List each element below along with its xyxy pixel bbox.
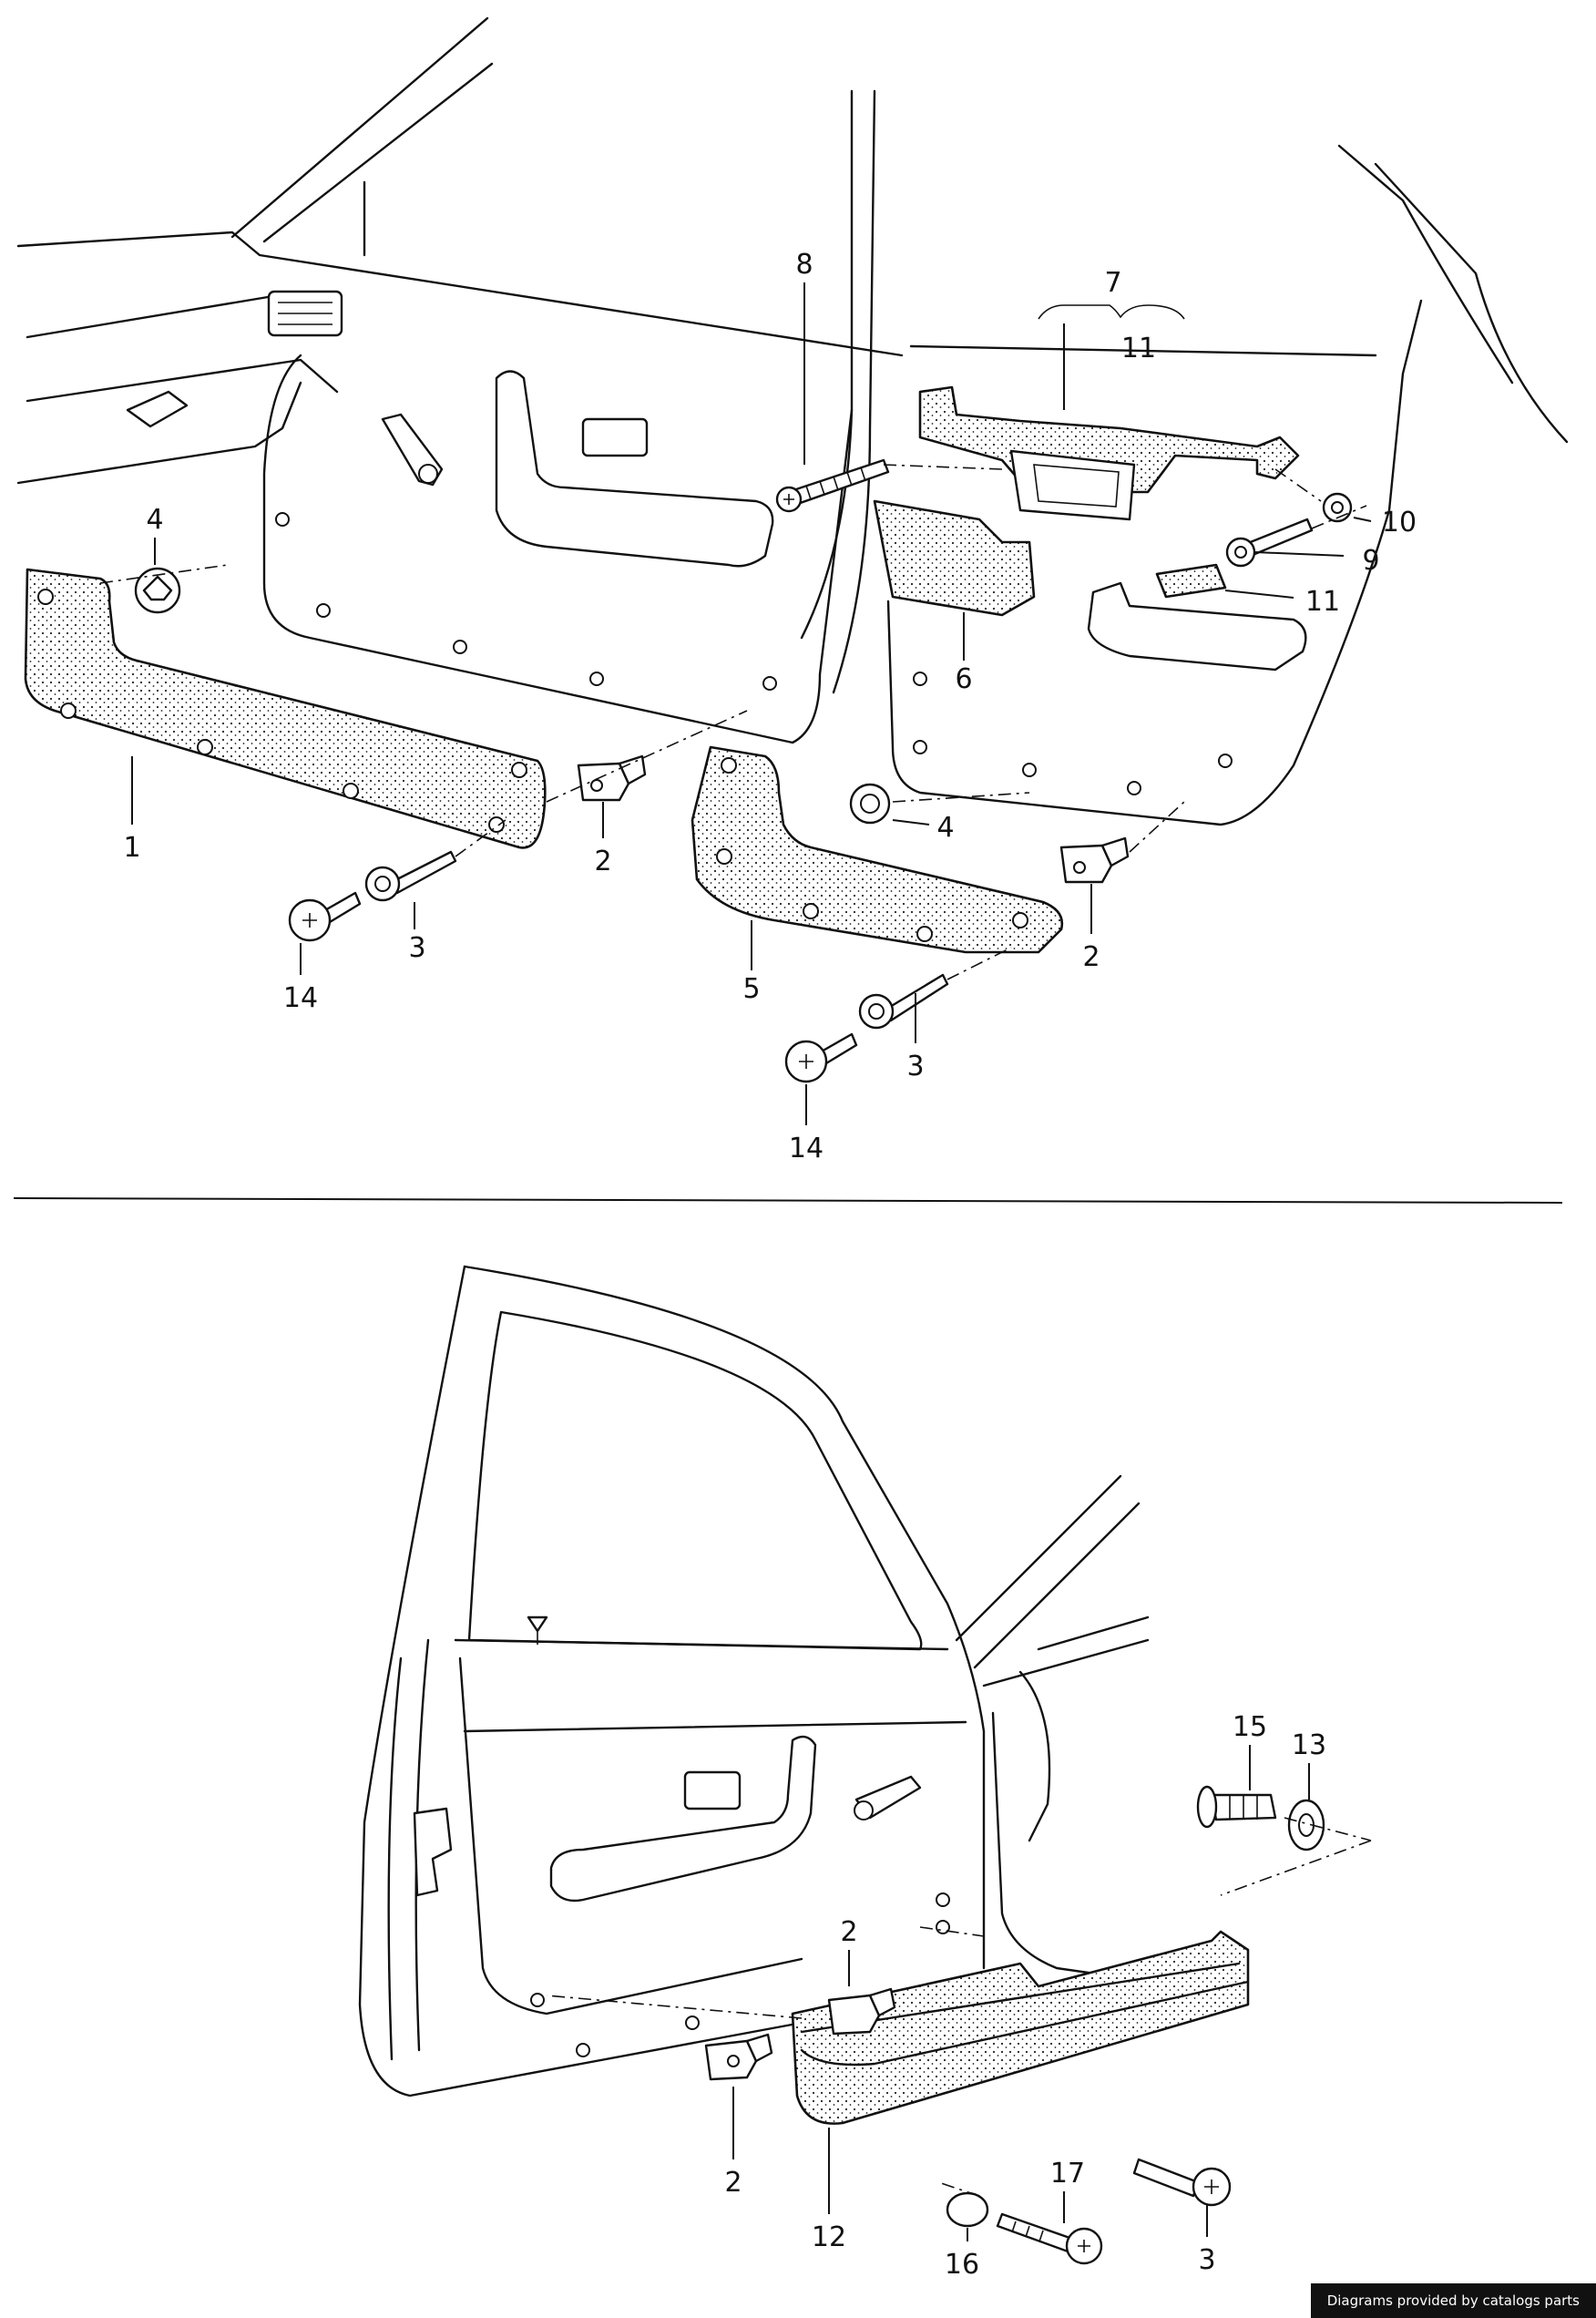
clip-2c	[827, 1987, 896, 2036]
cap-16	[946, 2191, 989, 2228]
body-pillar	[955, 1474, 1141, 1669]
front-door-lock-icon	[581, 417, 649, 457]
callout-4a: 4	[146, 504, 163, 536]
screw-9	[1225, 518, 1314, 568]
a-pillar-line	[230, 16, 489, 239]
rear-door-holes	[913, 672, 1233, 795]
callout-1: 1	[123, 832, 140, 864]
screw-8	[775, 458, 890, 513]
rear-window-frame	[1337, 144, 1514, 385]
front-door-holes	[275, 512, 777, 691]
front-armrest	[495, 370, 774, 568]
callout-16: 16	[945, 2249, 979, 2281]
clip-2b	[1059, 836, 1130, 884]
grommet-4b	[849, 783, 891, 825]
callout-2d: 2	[724, 2167, 742, 2199]
trim-strip-5	[691, 745, 1064, 954]
credit-banner: Diagrams provided by catalogs parts	[1310, 2283, 1596, 2318]
bottom-assembly	[358, 1265, 1372, 2265]
b-pillar	[800, 89, 854, 640]
callout-10: 10	[1382, 507, 1417, 538]
insert-11	[1155, 563, 1227, 599]
callout-14b: 14	[789, 1133, 824, 1164]
door-opener-bezel	[1009, 449, 1136, 521]
callout-14a: 14	[283, 982, 318, 1014]
grommet-4a	[134, 567, 181, 614]
screw-15	[1196, 1785, 1277, 1829]
section-divider	[13, 1197, 1563, 1204]
callout-2c: 2	[840, 1916, 857, 1948]
callout-15: 15	[1233, 1711, 1267, 1743]
lock-knob-icon	[527, 1615, 548, 1633]
callout-7: 7	[1104, 267, 1121, 299]
callout-8: 8	[795, 249, 813, 281]
screw-3a	[364, 850, 457, 902]
callout-3a: 3	[408, 932, 425, 964]
dashboard-line	[16, 231, 904, 357]
callout-13: 13	[1292, 1729, 1326, 1761]
screw-17	[996, 2212, 1103, 2265]
rivet-14a	[288, 891, 362, 942]
callout-5: 5	[742, 973, 760, 1005]
screw-3b	[858, 973, 949, 1030]
callout-3c: 3	[1198, 2244, 1215, 2276]
rivet-14b	[784, 1032, 858, 1083]
clip-2a	[577, 754, 647, 802]
door-lock-icon	[683, 1770, 742, 1810]
rear-armrest	[1087, 581, 1307, 672]
door-frame	[463, 1265, 986, 1970]
callout-2b: 2	[1082, 941, 1100, 973]
rear-door-outline	[886, 299, 1423, 826]
clip-2d	[704, 2033, 773, 2081]
front-door-outline	[262, 354, 854, 744]
door-lock-striker	[413, 1807, 453, 1897]
screw-3c	[1132, 2158, 1232, 2207]
callout-11b: 11	[1305, 586, 1340, 618]
callout-11a: 11	[1121, 333, 1156, 364]
callout-17: 17	[1050, 2158, 1085, 2190]
callout-9: 9	[1362, 545, 1379, 577]
callout-6: 6	[955, 663, 972, 695]
top-assembly	[16, 16, 1569, 1125]
callout-4b: 4	[936, 812, 954, 844]
door-armrest	[549, 1735, 817, 1903]
callout-2a: 2	[594, 846, 611, 877]
washer-13	[1287, 1799, 1325, 1851]
callout-12: 12	[812, 2221, 846, 2253]
trim-strip-1	[24, 568, 547, 849]
door-window-opening	[467, 1310, 923, 1651]
storage-pocket-part	[873, 499, 1036, 617]
switch-icon	[126, 390, 189, 428]
callouts-bottom: 2 2 3 12 13 15 16 17	[724, 1711, 1326, 2281]
callouts-top: 1 2 2 3 3 4 4 5 6 7 8 9 10 11 11 14 14	[123, 249, 1417, 1164]
callout-3b: 3	[906, 1051, 924, 1082]
